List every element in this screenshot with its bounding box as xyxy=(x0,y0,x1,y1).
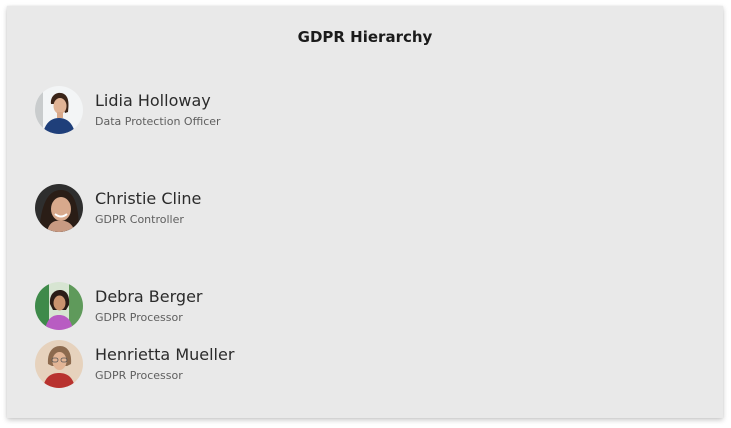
person-role: GDPR Processor xyxy=(95,369,183,382)
avatar[interactable] xyxy=(35,282,83,330)
person-name: Debra Berger xyxy=(95,287,203,306)
person-name: Henrietta Mueller xyxy=(95,345,235,364)
person-name: Christie Cline xyxy=(95,189,202,208)
avatar[interactable] xyxy=(35,86,83,134)
person-role: GDPR Processor xyxy=(95,311,183,324)
card-title: GDPR Hierarchy xyxy=(297,28,433,46)
person-name: Lidia Holloway xyxy=(95,91,211,110)
person-role: Data Protection Officer xyxy=(95,115,221,128)
person-role: GDPR Controller xyxy=(95,213,184,226)
avatar[interactable] xyxy=(35,184,83,232)
hierarchy-card: GDPR Hierarchy Lidia Holloway Data Prote… xyxy=(7,6,723,418)
avatar[interactable] xyxy=(35,340,83,388)
